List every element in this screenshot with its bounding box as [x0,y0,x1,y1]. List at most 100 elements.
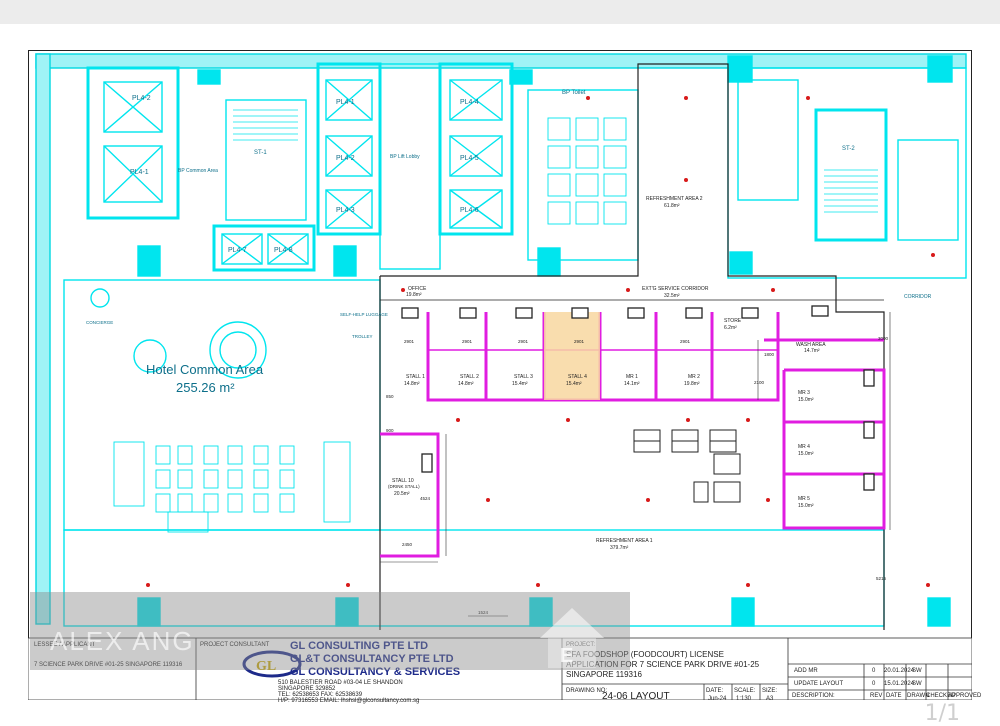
rev-row-2-date: 15.01.2024 [884,681,915,687]
wash-area-label: WASH AREA [796,342,826,348]
refreshment-area-1-size: 379.7m² [610,545,629,551]
hotel-common-area-size: 255.26 m² [176,380,235,395]
page-counter: 1/1 [924,701,960,726]
room-pl4-3: PL4-3 [336,207,355,214]
rev-row-1-date: 20.01.2024 [884,668,915,674]
rev-row-1-desc: ADD MR [794,668,818,674]
scale-value: 1:130 [736,696,752,702]
dim-2901-d: 2901 [574,339,585,344]
mr-5-size: 15.0m² [798,503,814,509]
firm-tel: TEL: 62538653 FAX: 62538639 [278,692,363,698]
consultant-label: PROJECT CONSULTANT [200,642,270,648]
stall-10-sub: (DRINK STALL) [388,484,420,489]
rev-header-checked: CHECKED [926,693,956,699]
dim-1800: 1800 [764,352,775,357]
lessee-label: LESSEE / APPLICANT [34,642,96,648]
rev-row-1-by: SW [912,668,922,674]
firm-address-2: SINGAPORE 329852 [278,686,336,692]
dim-3000: 3000 [878,336,889,341]
date-value: Jun-24 [708,696,727,702]
rev-row-2-rev: 0 [872,681,876,687]
ext-service-corridor-label: EXT'G SERVICE CORRIDOR [642,286,709,292]
dim-2450: 2450 [402,542,413,547]
concierge-label: CONCIERGE [86,320,113,325]
rev-header-approved: APPROVED [948,693,982,699]
rev-header-date: DATE [886,693,902,699]
refreshment-area-2-size: 61.8m² [664,203,680,209]
room-pl4-8: PL4-8 [274,247,293,254]
stall-4-label: STALL 4 [568,374,587,380]
stall-4-size: 15.4m² [566,381,582,387]
office-label: OFFICE [408,286,427,292]
watermark-house-logo-icon: E REAL [538,608,604,680]
corridor-label: CORRIDOR [904,294,932,300]
dim-5216: 5216 [876,576,887,581]
stair-st-1: ST-1 [254,150,267,156]
store-size: 6.2m² [724,325,737,331]
lessee-address: 7 SCIENCE PARK DRIVE #01-25 SINGAPORE 11… [34,662,183,668]
mr-4-label: MR 4 [798,444,810,450]
dim-2901-b: 2901 [462,339,473,344]
refreshment-area-1-label: REFRESHMENT AREA 1 [596,538,653,544]
ext-service-corridor-size: 32.5m² [664,293,680,299]
dim-2100: 2100 [754,380,765,385]
title-block-frame [28,637,972,700]
stall-2-size: 14.8m² [458,381,474,387]
firm-name-3: GL CONSULTANCY & SERVICES [290,666,461,678]
watermark-logo-letter: E [560,645,573,667]
office-size: 19.8m² [406,292,422,298]
mr-2-label: MR 2 [688,374,700,380]
project-label: PROJECT: [566,642,595,649]
viewer-top-bar [0,0,1000,24]
trolley-label: TROLLEY [352,334,373,339]
stair-st-2: ST-2 [842,146,855,152]
drawing-no-label: DRAWING NO: [566,688,608,694]
rev-row-2-by: SW [912,681,922,687]
self-help-luggage-label: SELF-HELP LUGGAGE [340,312,388,317]
date-label: DATE: [706,688,724,694]
bp-toilet-label: BP Toilet [562,90,586,96]
watermark-banner [30,592,630,670]
dim-850: 850 [386,394,394,399]
stall-2-label: STALL 2 [460,374,479,380]
bp-common-area-label: BP Common Area [178,168,218,174]
rev-header-rev: REV [870,693,883,699]
mr-5-label: MR 5 [798,496,810,502]
mr-3-label: MR 3 [798,390,810,396]
svg-text:GL: GL [256,659,276,674]
room-pl4-2: PL4-2 [132,95,151,102]
dim-900: 900 [386,428,394,433]
dim-2901-c: 2901 [518,339,529,344]
floor-plan: PL4-2 PL4-1 PL4-1 PL4-2 PL4-3 PL4-4 PL4-… [28,53,972,700]
store-label: STORE [724,318,742,324]
drawing-title: 24-06 LAYOUT [602,691,670,702]
mr-2-size: 19.8m² [684,381,700,387]
stall-1-label: STALL 1 [406,374,425,380]
refreshment-area-2-label: REFRESHMENT AREA 2 [646,196,703,202]
rev-header-drawn: DRAWN [907,693,930,699]
mr-4-size: 15.0m² [798,451,814,457]
room-pl4-5: PL4-5 [460,155,479,162]
dim-4524: 4524 [420,496,431,501]
wash-area-size: 14.7m² [804,348,820,354]
stall-3-label: STALL 3 [514,374,533,380]
size-value: A3 [766,696,774,702]
project-description: SFA FOODSHOP (FOODCOURT) LICENSE APPLICA… [566,650,760,679]
dim-2901-e: 2901 [680,339,691,344]
size-label: SIZE: [762,688,778,694]
firm-name-2: GL&T CONSULTANCY PTE LTD [290,653,454,665]
rev-header-description: DESCRIPTION: [792,693,835,699]
stall-10-size: 20.5m² [394,491,410,497]
dim-2901-a: 2901 [404,339,415,344]
hotel-common-area-label: Hotel Common Area [146,362,264,377]
scale-label: SCALE: [734,688,756,694]
mr-1-size: 14.1m² [624,381,640,387]
watermark-text: ALEX ANG [50,626,195,656]
mr-3-size: 15.0m² [798,397,814,403]
firm-address-1: 510 BALESTIER ROAD #03-04 LE SHANDON [278,680,403,686]
firm-hp-email: H/P: 97316553 EMAIL: lhshsl@glconsultanc… [278,698,420,704]
firm-name-1: GL CONSULTING PTE LTD [290,640,429,652]
gl-logo: GL [242,650,302,678]
bp-lift-lobby-label: BP Lift Lobby [390,154,420,160]
room-pl4-1b: PL4-1 [336,99,355,106]
